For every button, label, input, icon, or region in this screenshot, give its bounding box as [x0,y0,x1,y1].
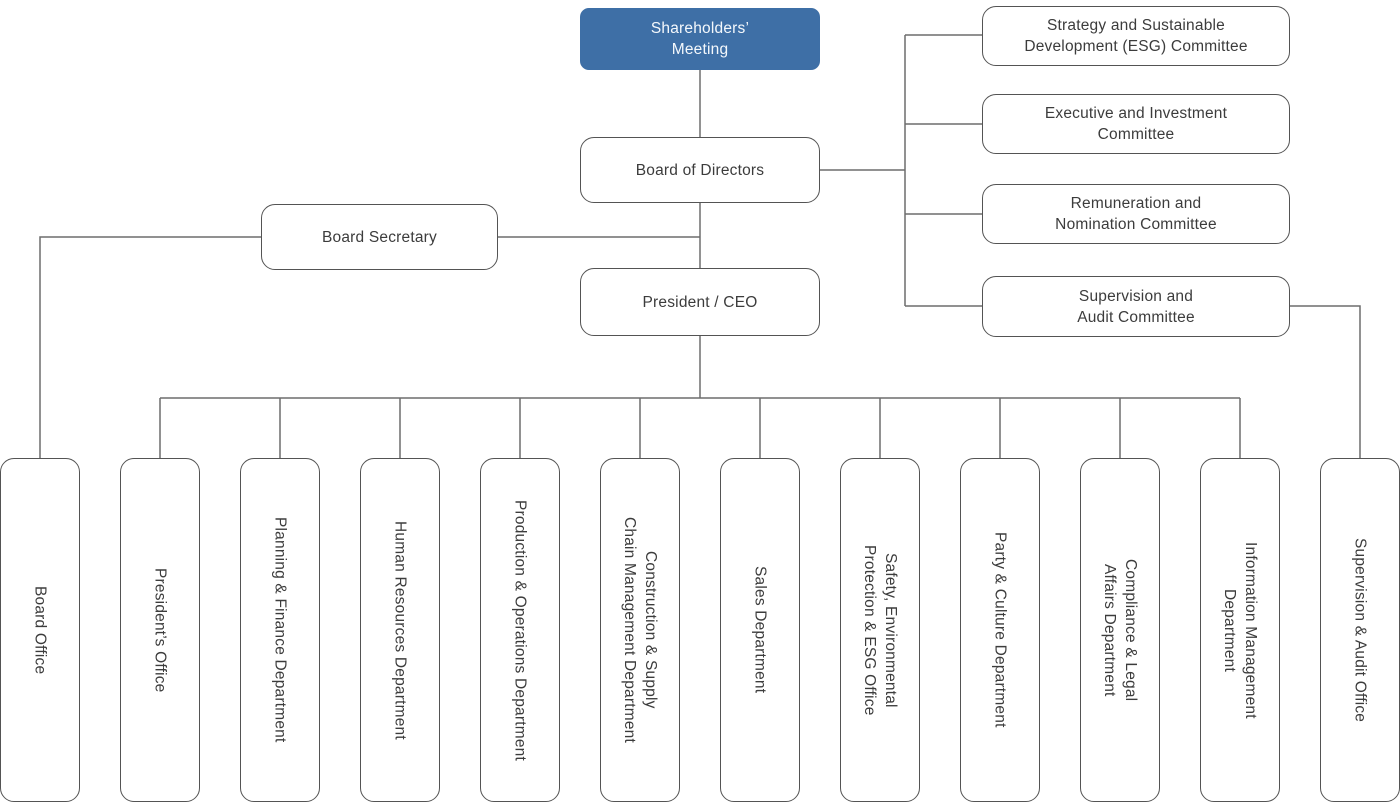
committee-remuneration-nomination-label: Remuneration and Nomination Committee [1055,195,1217,233]
connector-dept-stubs [159,398,1241,458]
connector-secretary-board-office [39,236,261,458]
node-dept-supervision-audit-office: Supervision & Audit Office [1320,458,1400,802]
dept-sales-label: Sales Department [751,566,769,694]
node-shareholders-meeting: Shareholders’ Meeting [580,8,820,70]
node-dept-board-office: Board Office [0,458,80,802]
dept-board-office-label: Board Office [31,585,49,675]
committee-supervision-audit-label: Supervision and Audit Committee [1077,287,1195,326]
node-committee-executive-investment: Executive and Investment Committee [982,94,1290,154]
president-ceo-label: President / CEO [642,293,758,311]
node-committee-strategy-esg: Strategy and Sustainable Development (ES… [982,6,1290,66]
dept-human-resources-label: Human Resources Department [391,520,409,740]
shareholders-meeting-label: Shareholders’ Meeting [650,20,750,58]
node-dept-party-culture: Party & Culture Department [960,458,1040,802]
dept-party-culture-label: Party & Culture Department [991,532,1009,728]
node-board-secretary: Board Secretary [261,204,498,270]
node-committee-supervision-audit: Supervision and Audit Committee [982,276,1290,337]
node-dept-compliance-legal: Compliance & Legal Affairs Department [1080,458,1160,802]
connector-committee-audit-office [1290,305,1361,458]
node-dept-safety-esg-office: Safety, Environmental Protection & ESG O… [840,458,920,802]
dept-supervision-audit-office-label: Supervision & Audit Office [1351,537,1369,723]
node-dept-construction-supply-chain: Construction & Supply Chain Management D… [600,458,680,802]
connector-committee-stubs [905,34,982,307]
committee-executive-investment-label: Executive and Investment Committee [1044,105,1228,143]
dept-presidents-office-label: President’s Office [151,567,169,693]
node-dept-presidents-office: President’s Office [120,458,200,802]
dept-information-management-label: Information Management Department [1221,541,1259,719]
node-dept-sales: Sales Department [720,458,800,802]
node-president-ceo: President / CEO [580,268,820,336]
node-committee-remuneration-nomination: Remuneration and Nomination Committee [982,184,1290,244]
dept-production-operations-label: Production & Operations Department [511,499,529,761]
dept-construction-supply-chain-label: Construction & Supply Chain Management D… [621,517,659,743]
node-dept-information-management: Information Management Department [1200,458,1280,802]
dept-planning-finance-label: Planning & Finance Department [271,517,289,743]
dept-safety-esg-office-label: Safety, Environmental Protection & ESG O… [861,544,899,716]
committee-strategy-esg-label: Strategy and Sustainable Development (ES… [1024,17,1248,55]
board-secretary-label: Board Secretary [322,228,437,246]
node-board-of-directors: Board of Directors [580,137,820,203]
node-dept-planning-finance: Planning & Finance Department [240,458,320,802]
node-dept-production-operations: Production & Operations Department [480,458,560,802]
board-of-directors-label: Board of Directors [635,161,765,179]
node-dept-human-resources: Human Resources Department [360,458,440,802]
dept-compliance-legal-label: Compliance & Legal Affairs Department [1101,558,1139,702]
